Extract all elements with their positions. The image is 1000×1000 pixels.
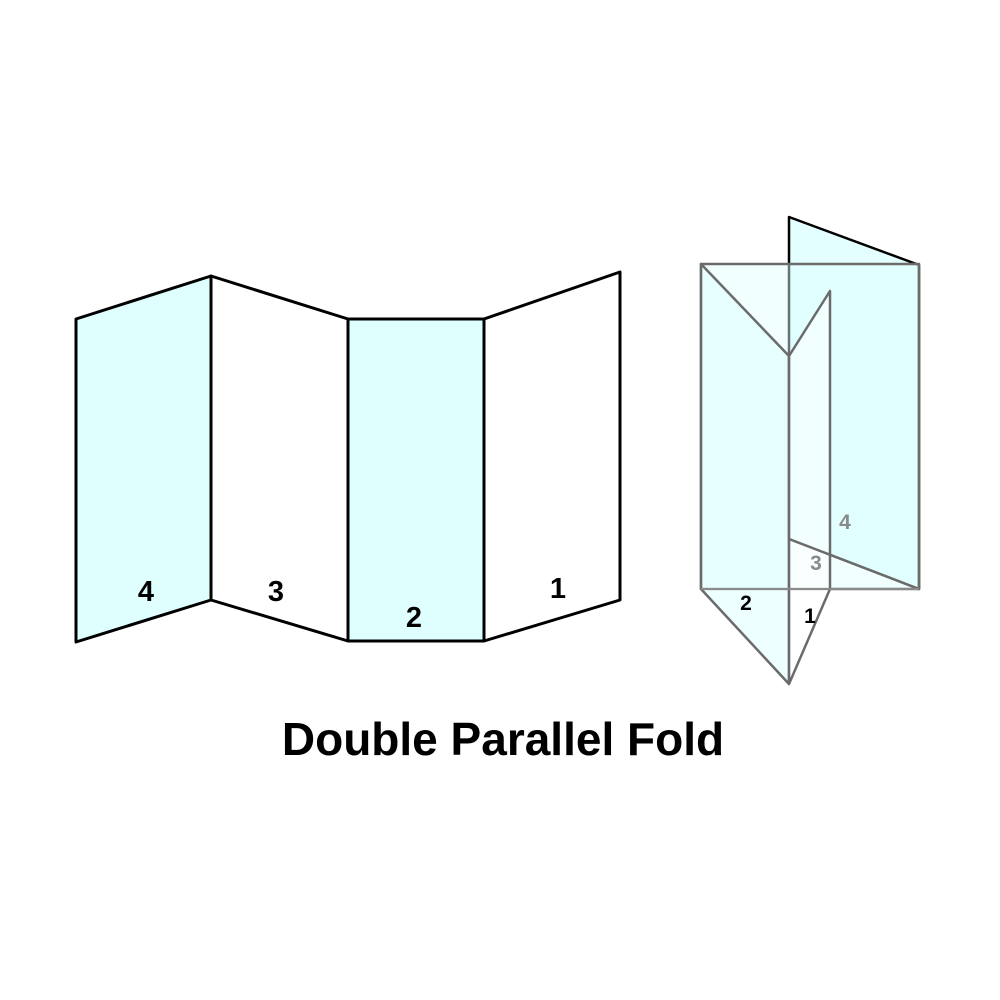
unfolded-panel-2 xyxy=(346,317,486,643)
folded-panel-2-label: 2 xyxy=(740,592,752,615)
unfolded-sheet: 4 3 2 1 xyxy=(74,270,622,644)
unfolded-panel-2-label: 2 xyxy=(406,602,422,634)
folded-panel-1-label: 1 xyxy=(804,605,816,628)
unfolded-panel-3-label: 3 xyxy=(268,576,284,608)
unfolded-panel-1-label: 1 xyxy=(550,573,566,605)
folded-panel-4-label: 4 xyxy=(839,511,851,534)
folded-panel-3-label: 3 xyxy=(810,552,822,575)
folded-sheet: 4 3 2 1 xyxy=(699,215,921,686)
unfolded-panel-1 xyxy=(482,270,622,643)
diagram-title: Double Parallel Fold xyxy=(282,713,724,765)
folded-crease-line xyxy=(788,537,920,591)
unfolded-panel-4-label: 4 xyxy=(138,576,154,608)
